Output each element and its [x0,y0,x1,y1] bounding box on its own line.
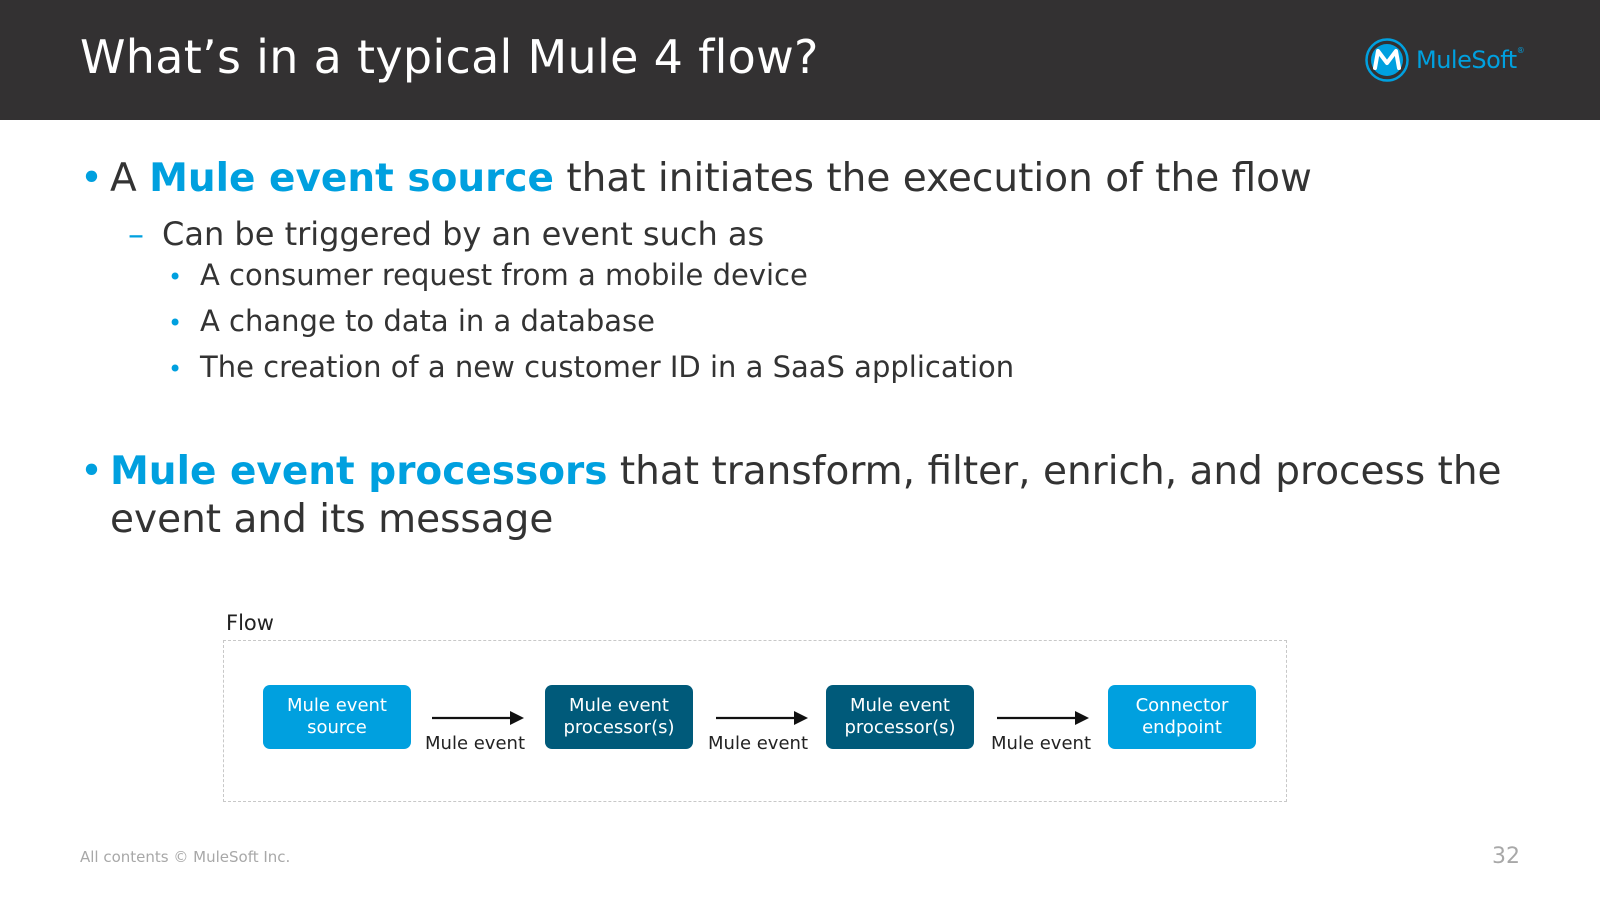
sub-bullet-text: Can be triggered by an event such as [162,215,765,253]
bullet-dot-icon: • [80,449,104,494]
trigger-item: • The creation of a new customer ID in a… [168,350,1014,384]
node-event-source: Mule event source [263,685,411,749]
logo-wordmark: MuleSoft® [1416,46,1525,74]
page-number: 32 [1492,844,1520,869]
mulesoft-logo-icon [1365,38,1409,82]
copyright-footer: All contents © MuleSoft Inc. [80,848,291,866]
trigger-item: • A change to data in a database [168,304,655,338]
trigger-item: • A consumer request from a mobile devic… [168,258,808,292]
trigger-item-text: A change to data in a database [200,304,655,338]
arrow-right-icon [997,711,1089,725]
edge-label: Mule event [425,733,526,754]
bullet-event-source: • A Mule event source that initiates the… [80,156,1312,201]
edge-label: Mule event [708,733,809,754]
bullet-dot-icon: • [168,263,183,291]
bullet-text: Mule event processors that transform, fi… [110,449,1502,542]
bullet-event-processors: • Mule event processors that transform, … [80,448,1520,544]
node-connector-endpoint: Connector endpoint [1108,685,1256,749]
arrow-right-icon [716,711,808,725]
slide-title: What’s in a typical Mule 4 flow? [80,30,819,84]
mulesoft-logo: MuleSoft® [1364,37,1525,83]
flow-label: Flow [226,611,274,635]
sub-bullet-triggers: – Can be triggered by an event such as [128,215,764,253]
flow-container [223,640,1287,802]
dash-icon: – [128,215,144,253]
highlight-term: Mule event processors [110,449,608,494]
node-event-processor: Mule event processor(s) [545,685,693,749]
trigger-item-text: The creation of a new customer ID in a S… [200,350,1015,384]
edge-label: Mule event [991,733,1092,754]
bullet-dot-icon: • [168,309,183,337]
node-event-processor: Mule event processor(s) [826,685,974,749]
slide-header: What’s in a typical Mule 4 flow? MuleSof… [0,0,1600,120]
arrow-right-icon [432,711,524,725]
bullet-text: A Mule event source that initiates the e… [110,156,1312,201]
bullet-dot-icon: • [168,355,183,383]
bullet-dot-icon: • [80,156,104,201]
highlight-term: Mule event source [149,156,554,201]
trigger-item-text: A consumer request from a mobile device [200,258,808,292]
